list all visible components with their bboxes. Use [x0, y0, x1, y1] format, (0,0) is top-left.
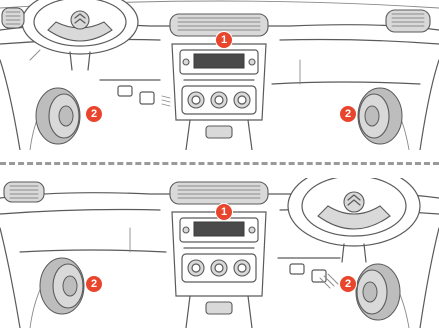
callout-right-door-speaker: 2 [340, 276, 356, 292]
section-divider [0, 162, 439, 165]
callout-left-door-speaker: 2 [86, 106, 102, 122]
callout-dashboard-speaker: 1 [216, 32, 232, 48]
steering-wheel-icon [22, 0, 138, 54]
callout-dashboard-speaker: 1 [216, 204, 232, 220]
air-vent-icon [386, 10, 430, 32]
speaker-icon [356, 264, 400, 320]
radio-display-icon [180, 50, 258, 74]
right-hand-drive-view [0, 178, 439, 328]
steering-wheel-icon [288, 178, 420, 246]
callout-right-door-speaker: 2 [340, 106, 356, 122]
air-vent-icon [2, 8, 24, 28]
speaker-icon [358, 88, 402, 144]
callout-left-door-speaker: 2 [86, 276, 102, 292]
left-hand-drive-view [0, 0, 439, 150]
air-vent-icon [170, 182, 268, 204]
radio-display-icon [180, 218, 258, 242]
air-vent-icon [4, 182, 44, 202]
speaker-icon [36, 88, 80, 144]
speaker-icon [40, 258, 84, 314]
